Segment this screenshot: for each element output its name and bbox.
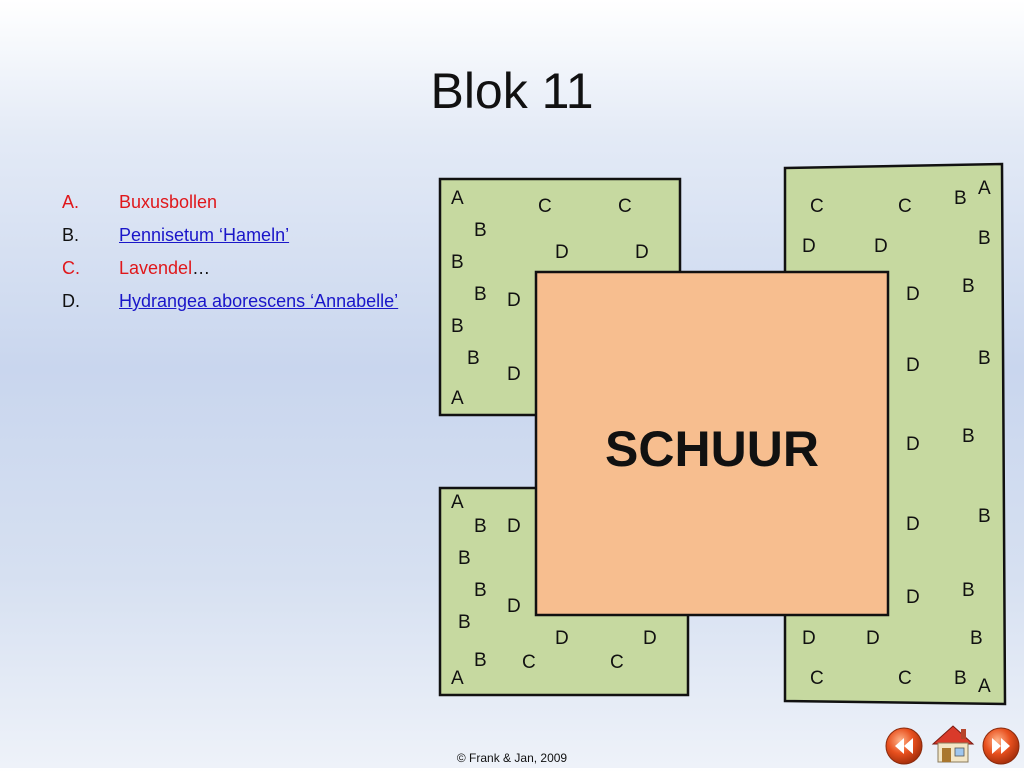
plant-marker: C <box>618 196 632 217</box>
plant-marker: B <box>458 612 471 633</box>
home-button[interactable] <box>929 722 977 764</box>
home-icon <box>931 725 975 763</box>
plant-marker: C <box>898 196 912 217</box>
plant-marker: D <box>507 290 521 311</box>
plant-marker: D <box>906 434 920 455</box>
plant-marker: B <box>474 516 487 537</box>
plant-marker: D <box>802 628 816 649</box>
plant-marker: D <box>906 355 920 376</box>
legend-link-hydrangea[interactable]: Hydrangea aborescens ‘Annabelle’ <box>119 291 399 311</box>
plant-marker: D <box>635 242 649 263</box>
plant-marker: A <box>451 188 464 209</box>
plant-marker: A <box>451 388 464 409</box>
legend-item-b[interactable]: B. Pennisetum ‘Hameln’ <box>62 219 398 252</box>
next-slide-button[interactable] <box>981 726 1021 766</box>
plant-marker: D <box>555 242 569 263</box>
legend-text: Lavendel <box>119 258 193 278</box>
plant-marker: C <box>610 652 624 673</box>
plant-marker: C <box>898 668 912 689</box>
plant-marker: B <box>451 252 464 273</box>
legend-item-d[interactable]: D. Hydrangea aborescens ‘Annabelle’ <box>62 285 398 318</box>
plant-marker: D <box>802 236 816 257</box>
previous-slide-button[interactable] <box>884 726 924 766</box>
legend-letter: C. <box>62 258 80 278</box>
plant-marker: B <box>474 220 487 241</box>
plant-marker: B <box>451 316 464 337</box>
copyright-footer: © Frank & Jan, 2009 <box>456 751 568 765</box>
legend-letter: A. <box>62 192 80 212</box>
plant-marker: C <box>538 196 552 217</box>
legend-item-a: A. Buxusbollen <box>62 186 398 219</box>
plant-marker: D <box>643 628 657 649</box>
legend-item-c: C. Lavendel … <box>62 252 398 285</box>
plant-marker: C <box>810 196 824 217</box>
slide-title: Blok 11 <box>430 63 594 119</box>
plant-marker: B <box>962 580 975 601</box>
plant-legend: A. Buxusbollen B. Pennisetum ‘Hameln’ C.… <box>62 186 398 318</box>
plant-marker: B <box>978 348 991 369</box>
legend-letter: D. <box>62 291 80 311</box>
plant-marker: B <box>467 348 480 369</box>
plant-marker: B <box>962 276 975 297</box>
plant-marker: D <box>507 516 521 537</box>
plant-marker: D <box>906 514 920 535</box>
plant-marker: A <box>451 492 464 513</box>
fast-forward-icon <box>982 727 1020 765</box>
plant-marker: D <box>507 364 521 385</box>
plant-marker: D <box>874 236 888 257</box>
plant-marker: B <box>978 506 991 527</box>
plant-marker: A <box>451 668 464 689</box>
plant-marker: C <box>522 652 536 673</box>
legend-ellipsis: … <box>192 258 211 278</box>
plant-marker: D <box>906 284 920 305</box>
plant-marker: A <box>978 178 991 199</box>
plant-marker: B <box>474 650 487 671</box>
shed-label: SCHUUR <box>605 421 819 477</box>
plant-marker: B <box>474 580 487 601</box>
plant-marker: B <box>474 284 487 305</box>
plant-marker: D <box>906 587 920 608</box>
plant-marker: B <box>962 426 975 447</box>
plant-marker: D <box>507 596 521 617</box>
legend-text: Buxusbollen <box>119 192 218 212</box>
shed <box>534 270 890 617</box>
plant-marker: B <box>458 548 471 569</box>
plant-marker: D <box>555 628 569 649</box>
legend-link-pennisetum[interactable]: Pennisetum ‘Hameln’ <box>119 225 290 245</box>
plant-marker: B <box>954 668 967 689</box>
plant-marker: B <box>978 228 991 249</box>
plant-marker: B <box>954 188 967 209</box>
plant-marker: A <box>978 676 991 697</box>
plant-marker: D <box>866 628 880 649</box>
plant-marker: B <box>970 628 983 649</box>
plant-marker: C <box>810 668 824 689</box>
legend-letter: B. <box>62 225 80 245</box>
rewind-icon <box>885 727 923 765</box>
